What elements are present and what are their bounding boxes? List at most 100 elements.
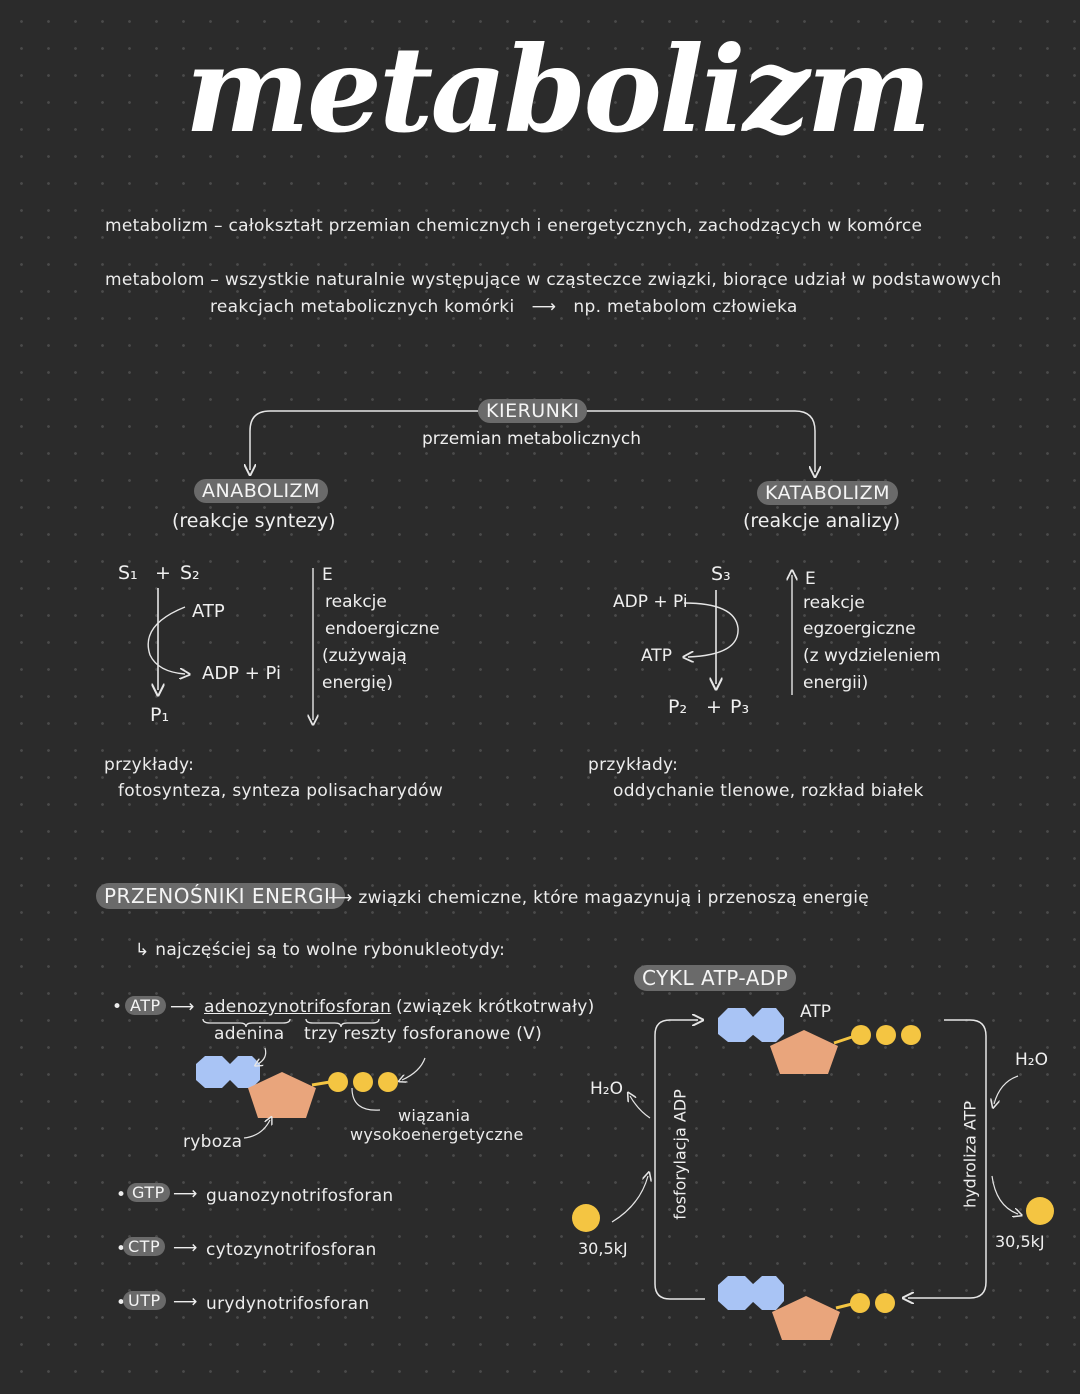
arrow-icon: ⟶	[173, 1292, 198, 1312]
atp-abbr: ATP	[125, 996, 166, 1015]
phosphate-1	[328, 1072, 348, 1092]
adenine-ring-1	[196, 1056, 230, 1088]
atp-phosphates-label: trzy reszty fosforanowe (V)	[304, 1024, 542, 1044]
cycle-adp-phosphate-1	[850, 1293, 870, 1313]
bullet-icon: •	[116, 1185, 127, 1205]
anabolism-examples-label: przykłady:	[104, 755, 195, 775]
catabolism-atp: ATP	[641, 646, 672, 666]
anabolism-desc-4: energię)	[322, 673, 393, 693]
catabolism-adp: ADP + Pi	[613, 592, 688, 612]
anabolism-desc-1: reakcje	[325, 592, 387, 612]
cycle-adp-adenine-1	[718, 1276, 754, 1310]
cycle-atp-phosphate-3	[901, 1025, 921, 1045]
carriers-note: najczęściej są to wolne rybonukleotydy:	[155, 940, 506, 960]
atp-ribose-label: ryboza	[183, 1132, 243, 1152]
definition-example: np. metabolom człowieka	[573, 297, 798, 317]
catabolism-desc-1: reakcje	[803, 593, 865, 613]
atp-adenine-label: adenina	[214, 1024, 285, 1044]
cycle-water-right: H₂O	[1015, 1050, 1048, 1070]
dash: –	[213, 216, 229, 236]
cycle-atp-adenine-1	[718, 1008, 754, 1042]
catabolism-desc-2: egzoergiczne	[803, 619, 916, 639]
cycle-water-left: H₂O	[590, 1079, 623, 1099]
catabolism-p3: P₃	[730, 696, 750, 718]
atp-note: (związek krótkotrwały)	[396, 997, 595, 1017]
utp-name: urydynotrifosforan	[206, 1294, 370, 1314]
anabolism-sub: (reakcje syntezy)	[172, 510, 336, 532]
phosphate-2	[353, 1072, 373, 1092]
definition-term: metabolom	[105, 270, 205, 290]
cycle-energy-right: 30,5kJ	[995, 1232, 1045, 1251]
anabolism-label: ANABOLIZM	[194, 479, 328, 503]
cycle-atp-label: ATP	[800, 1002, 831, 1022]
free-phosphate-left	[572, 1204, 600, 1232]
anabolism-s1: S₁	[118, 562, 138, 584]
anabolism-product: P₁	[150, 704, 170, 726]
bullet-icon: •	[116, 1293, 127, 1313]
anabolism-adp: ADP + Pi	[202, 663, 282, 684]
cycle-atp-phosphate-1	[851, 1025, 871, 1045]
definition-text: wszystkie naturalnie występujące w cząst…	[224, 270, 1002, 290]
definition-text: reakcjach metabolicznych komórki	[210, 297, 515, 317]
atp-bonds-label-2: wysokoenergetyczne	[350, 1125, 524, 1144]
arrow-icon: ⟶	[328, 888, 359, 908]
cycle-atp-ribose	[770, 1030, 838, 1074]
cycle-right-process: hydroliza ATP	[960, 1100, 980, 1209]
ribose-pentagon	[248, 1072, 316, 1118]
catabolism-p2: P₂	[668, 696, 688, 718]
anabolism-desc-2: endoergiczne	[325, 619, 440, 639]
catabolism-label: KATABOLIZM	[757, 481, 899, 505]
definition-metabolizm: metabolizm – całokształt przemian chemic…	[105, 216, 922, 236]
ctp-name: cytozynotrifosforan	[206, 1240, 377, 1260]
cycle-adp-phosphate-2	[875, 1293, 895, 1313]
turn-arrow-icon: ↳	[135, 940, 156, 960]
page-title: metabolizm	[185, 20, 932, 159]
ctp-abbr: CTP	[123, 1237, 166, 1256]
cycle-energy-left: 30,5kJ	[578, 1239, 628, 1258]
cycle-left-process: fosforylacja ADP	[670, 1089, 690, 1220]
atp-name: adenozynotrifosforan	[204, 997, 392, 1017]
catabolism-examples-label: przykłady:	[588, 755, 679, 775]
directions-label: KIERUNKI	[478, 399, 588, 423]
catabolism-examples: oddychanie tlenowe, rozkład białek	[613, 781, 924, 801]
arrow-icon: ⟶	[173, 1238, 198, 1258]
atp-bonds-label-1: wiązania	[398, 1106, 471, 1125]
definition-text: całokształt przemian chemicznych i energ…	[228, 216, 923, 236]
carriers-desc-row: ⟶ związki chemiczne, które magazynują i …	[328, 888, 869, 908]
utp-abbr: UTP	[123, 1291, 166, 1310]
bullet-icon: •	[112, 997, 123, 1017]
cycle-adp-adenine-2	[752, 1276, 784, 1310]
adenine-ring-2	[230, 1056, 260, 1088]
anabolism-energy: E	[322, 565, 333, 585]
arrow-icon: ⟶	[173, 1184, 198, 1204]
anabolism-desc-3: (zużywają	[322, 646, 407, 666]
carriers-note-row: ↳ najczęściej są to wolne rybonukleotydy…	[135, 940, 505, 960]
anabolism-s2: S₂	[180, 562, 200, 584]
dash: –	[210, 270, 225, 290]
phosphate-3	[378, 1072, 398, 1092]
anabolism-plus: +	[155, 562, 171, 584]
anabolism-examples: fotosynteza, synteza polisacharydów	[118, 781, 444, 801]
carriers-label: PRZENOŚNIKI ENERGII	[96, 883, 345, 909]
bullet-icon: •	[116, 1239, 127, 1259]
free-phosphate-right	[1026, 1197, 1054, 1225]
gtp-name: guanozynotrifosforan	[206, 1186, 394, 1206]
definition-term: metabolizm	[105, 216, 209, 236]
gtp-abbr: GTP	[127, 1183, 170, 1202]
arrow-icon: ⟶	[170, 997, 195, 1017]
directions-sublabel: przemian metabolicznych	[422, 429, 642, 449]
catabolism-substrate: S₃	[711, 563, 731, 585]
catabolism-desc-4: energii)	[803, 673, 869, 693]
catabolism-desc-3: (z wydzieleniem	[803, 646, 941, 666]
anabolism-atp: ATP	[192, 601, 225, 622]
cycle-atp-adenine-2	[752, 1008, 784, 1042]
definition-metabolom: metabolom – wszystkie naturalnie występu…	[105, 270, 1002, 290]
catabolism-energy: E	[805, 569, 816, 589]
arrow-icon: ⟶	[520, 297, 568, 317]
definition-metabolom-line2: reakcjach metabolicznych komórki ⟶ np. m…	[210, 297, 798, 317]
cycle-label: CYKL ATP-ADP	[634, 965, 797, 991]
cycle-adp-ribose	[772, 1296, 840, 1340]
